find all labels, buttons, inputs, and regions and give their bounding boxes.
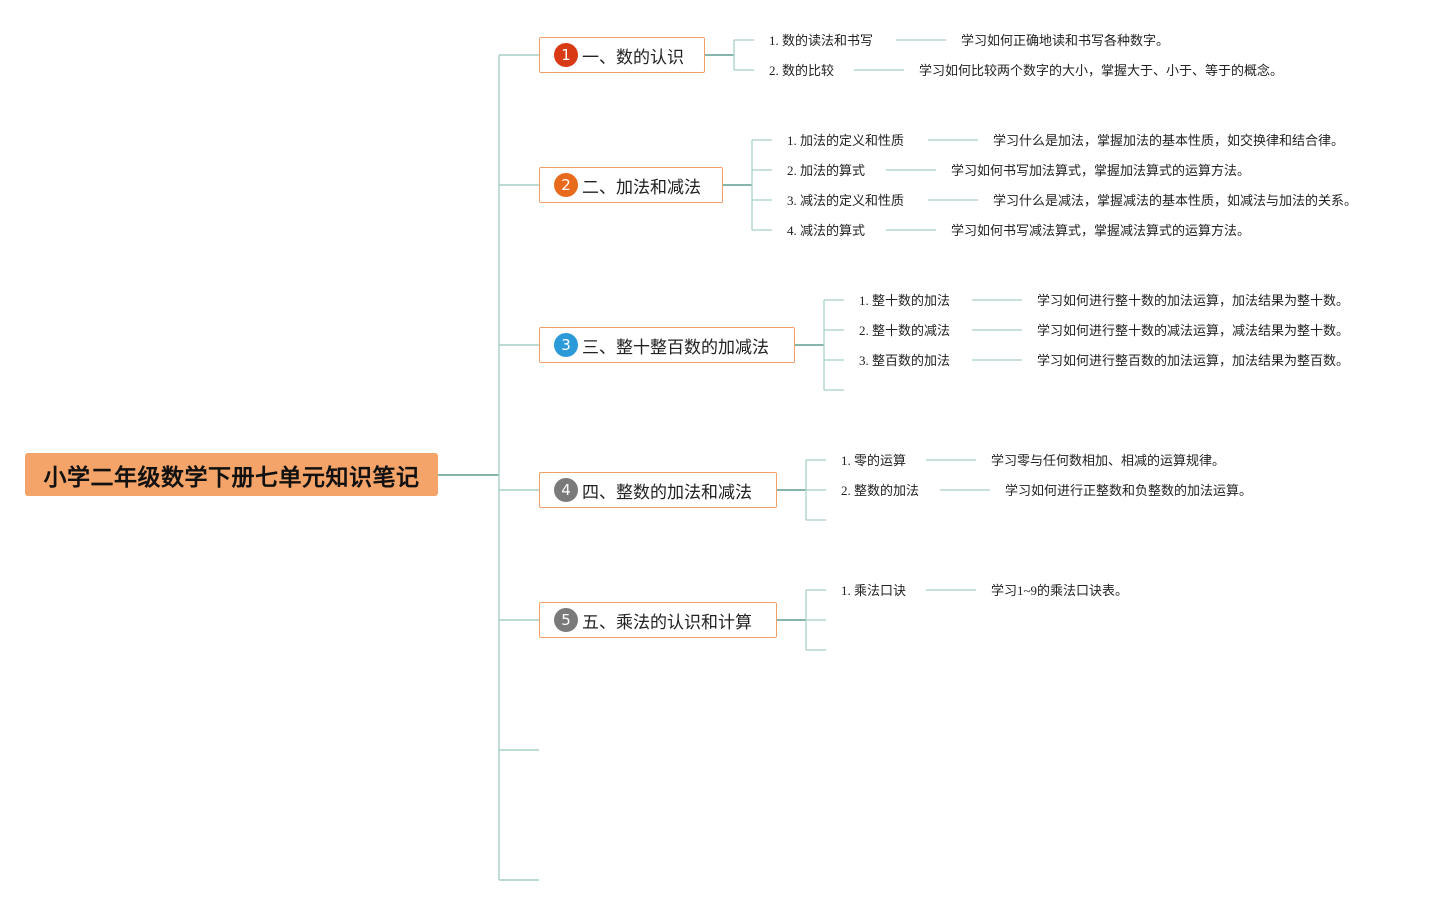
subtopic-description[interactable]: 学习如何书写加法算式，掌握加法算式的运算方法。	[951, 163, 1251, 178]
subtopic-label[interactable]: 3. 减法的定义和性质	[787, 193, 905, 208]
topic-number-recognition[interactable]: 1 一、数的认识	[539, 37, 705, 73]
subtopic-label[interactable]: 1. 整十数的加法	[859, 293, 951, 308]
root-topic[interactable]: 小学二年级数学下册七单元知识笔记	[25, 453, 438, 496]
topic-label: 一、数的认识	[582, 47, 684, 68]
subtopic-description[interactable]: 学习如何进行整十数的减法运算，减法结果为整十数。	[1037, 323, 1350, 338]
topic-addition-subtraction[interactable]: 2 二、加法和减法	[539, 167, 723, 203]
subtopic-description[interactable]: 学习1~9的乘法口诀表。	[991, 583, 1129, 598]
number-badge-icon: 1	[554, 43, 578, 67]
subtopic-label[interactable]: 1. 乘法口诀	[841, 583, 907, 598]
subtopic-description[interactable]: 学习如何进行正整数和负整数的加法运算。	[1005, 483, 1253, 498]
subtopic-description[interactable]: 学习什么是减法，掌握减法的基本性质，如减法与加法的关系。	[993, 193, 1358, 208]
subtopic-description[interactable]: 学习如何比较两个数字的大小，掌握大于、小于、等于的概念。	[919, 63, 1284, 78]
subtopic-description[interactable]: 学习如何进行整十数的加法运算，加法结果为整十数。	[1037, 293, 1350, 308]
topic-label: 二、加法和减法	[582, 177, 701, 198]
subtopic-label[interactable]: 2. 整十数的减法	[859, 323, 951, 338]
topic-integer-operations[interactable]: 4 四、整数的加法和减法	[539, 472, 777, 508]
number-badge-icon: 3	[554, 333, 578, 357]
topic-label: 三、整十整百数的加减法	[582, 337, 769, 358]
subtopic-label[interactable]: 1. 零的运算	[841, 453, 907, 468]
subtopic-description[interactable]: 学习如何书写减法算式，掌握减法算式的运算方法。	[951, 223, 1251, 238]
subtopic-label[interactable]: 2. 整数的加法	[841, 483, 920, 498]
subtopic-label[interactable]: 1. 加法的定义和性质	[787, 133, 905, 148]
subtopic-label[interactable]: 1. 数的读法和书写	[769, 33, 874, 48]
subtopic-label[interactable]: 2. 数的比较	[769, 63, 835, 78]
topic-label: 五、乘法的认识和计算	[582, 612, 752, 633]
subtopic-description[interactable]: 学习如何正确地读和书写各种数字。	[961, 33, 1170, 48]
subtopic-description[interactable]: 学习零与任何数相加、相减的运算规律。	[991, 453, 1226, 468]
topic-label: 四、整数的加法和减法	[582, 482, 752, 503]
number-badge-icon: 4	[554, 478, 578, 502]
topic-multiplication[interactable]: 5 五、乘法的认识和计算	[539, 602, 777, 638]
subtopic-label[interactable]: 4. 减法的算式	[787, 223, 866, 238]
subtopic-label[interactable]: 3. 整百数的加法	[859, 353, 951, 368]
subtopic-description[interactable]: 学习什么是加法，掌握加法的基本性质，如交换律和结合律。	[993, 133, 1345, 148]
subtopic-description[interactable]: 学习如何进行整百数的加法运算，加法结果为整百数。	[1037, 353, 1350, 368]
number-badge-icon: 5	[554, 608, 578, 632]
number-badge-icon: 2	[554, 173, 578, 197]
root-title: 小学二年级数学下册七单元知识笔记	[43, 464, 420, 491]
subtopic-label[interactable]: 2. 加法的算式	[787, 163, 866, 178]
topic-tens-hundreds[interactable]: 3 三、整十整百数的加减法	[539, 327, 795, 363]
